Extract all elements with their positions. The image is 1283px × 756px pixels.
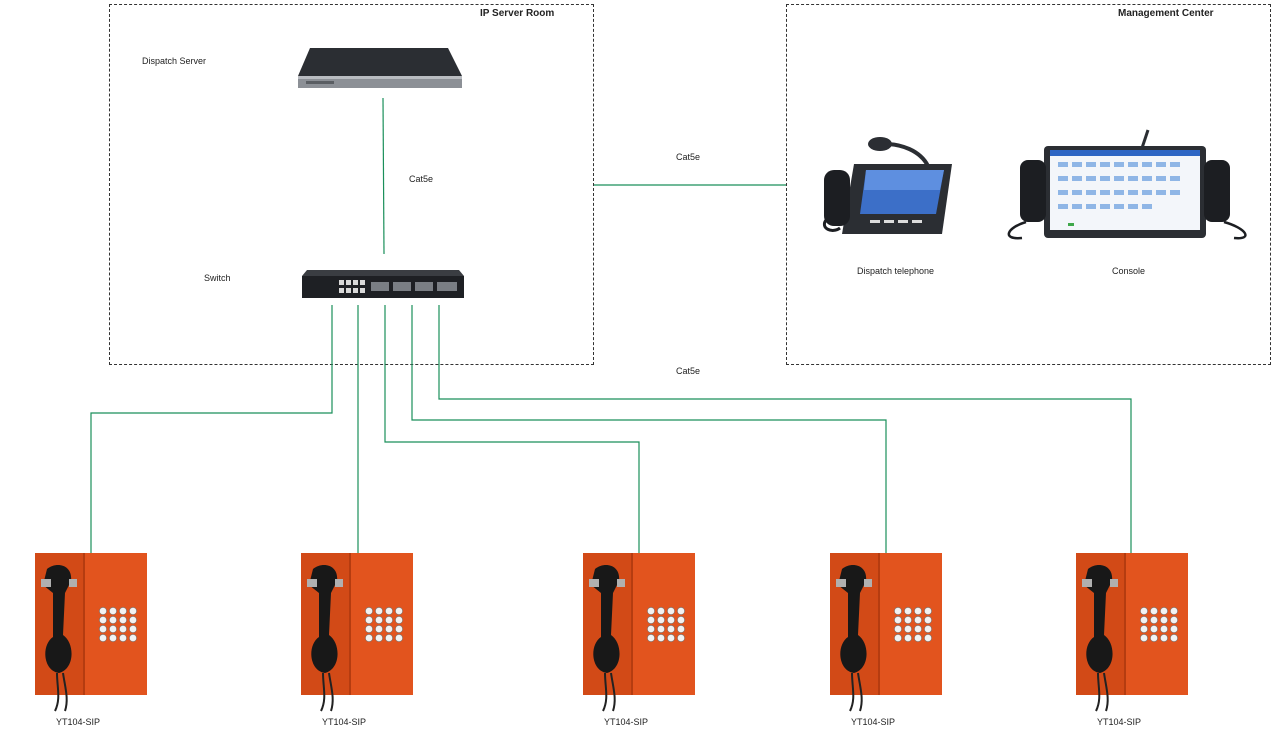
cable-label-switch-phones: Cat5e [676,366,701,376]
yt104-sip-phone [583,553,695,713]
wall-telephone-icon [830,553,942,712]
wall-telephone-icon [583,553,695,712]
phone-model-label: YT104-SIP [56,717,101,727]
switch-label: Switch [204,273,231,283]
ip-server-room-title: IP Server Room [480,8,555,19]
wall-telephone-icon [1076,553,1188,712]
dispatch-telephone-label: Dispatch telephone [857,266,935,276]
ip-server-room-zone [109,4,594,365]
wall-telephone-icon [35,553,147,712]
yt104-sip-phone [830,553,942,713]
yt104-sip-phone [301,553,413,713]
cable-label-server-switch: Cat5e [409,174,434,184]
dispatch-server-label: Dispatch Server [142,56,207,66]
server-switch-link [382,97,385,255]
dispatch-server-icon [298,48,462,88]
console-label: Console [1112,266,1146,276]
wall-telephone-icon [301,553,413,712]
yt104-sip-phone [1076,553,1188,713]
phone-4-link [411,305,887,553]
phone-model-label: YT104-SIP [851,717,896,727]
phone-model-label: YT104-SIP [604,717,649,727]
phone-5-link [438,305,1132,553]
console-icon [1007,129,1247,240]
phone-3-link [384,305,640,553]
management-center-zone [786,4,1271,365]
dispatch-telephone-icon [823,137,952,234]
phone-model-label: YT104-SIP [322,717,367,727]
yt104-sip-phone [35,553,147,713]
phone-1-link [90,305,333,553]
management-center-title: Management Center [1118,8,1214,19]
switch-icon [302,270,464,298]
phone-model-label: YT104-SIP [1097,717,1142,727]
cable-label-room-center: Cat5e [676,152,701,162]
